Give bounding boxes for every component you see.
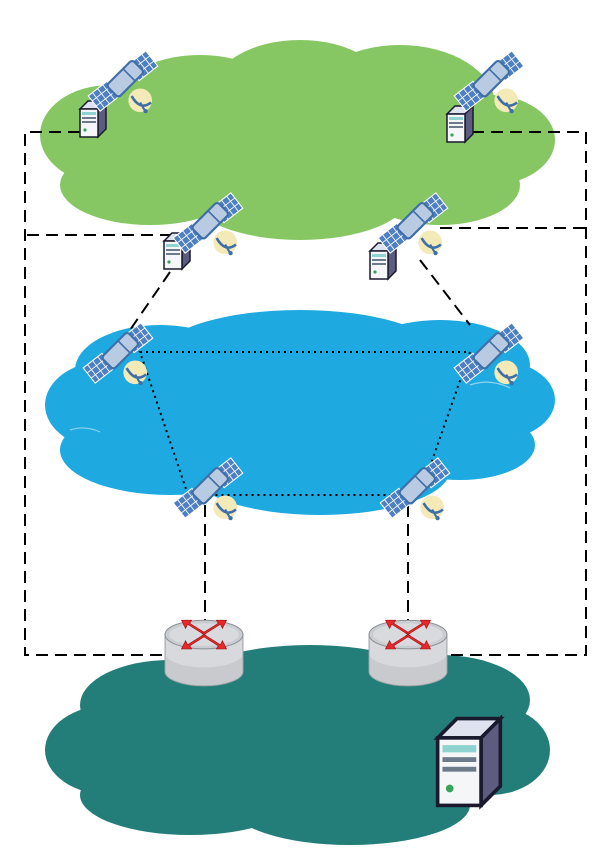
link-top-left-to-router-left: [24, 131, 168, 656]
link-top-lower-right-to-mid-upper-right: [419, 259, 471, 326]
link-top-lower-left-to-mid-upper-left: [129, 271, 171, 331]
link-top-right-to-router-right: [446, 131, 587, 656]
router-left: [164, 619, 244, 687]
router-right: [368, 619, 448, 687]
server-top-right: [446, 105, 474, 143]
server-ground: [435, 716, 503, 808]
inter-layer-links: [24, 131, 587, 656]
cloud-top: [40, 40, 555, 240]
cloud-middle: [45, 310, 555, 515]
